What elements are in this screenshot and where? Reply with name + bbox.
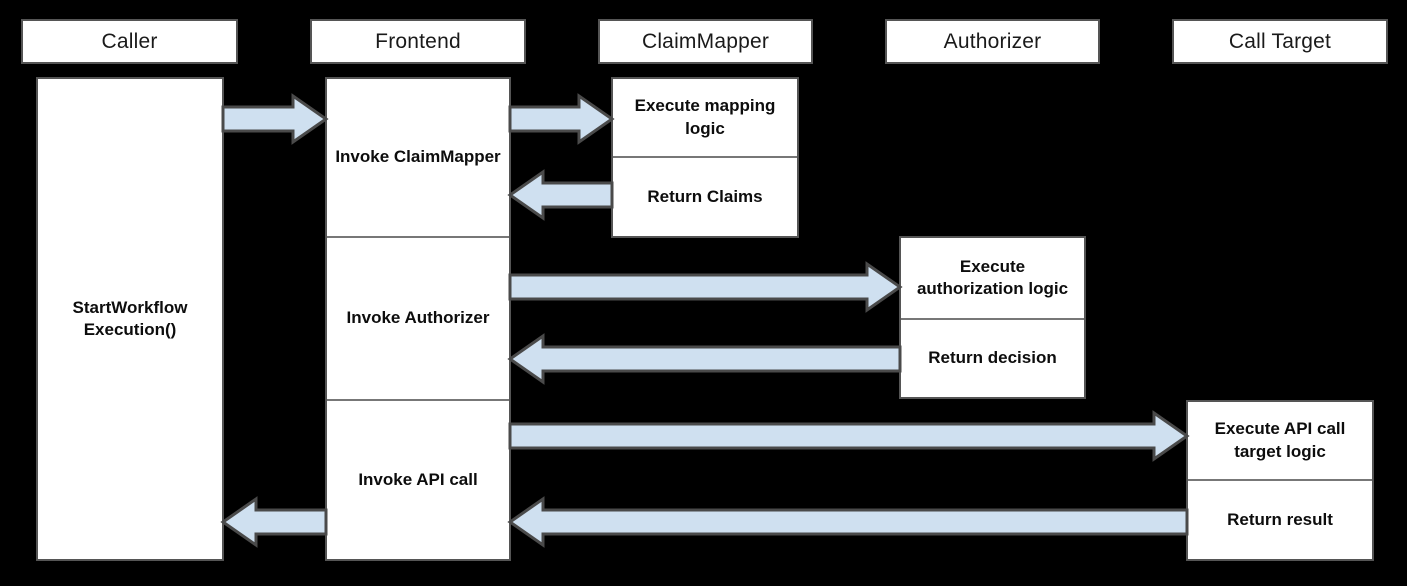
lane-header-authorizer: Authorizer — [885, 19, 1100, 64]
activation-frontend-invoke-claimmapper: Invoke ClaimMapper — [327, 79, 509, 236]
lane-header-caller: Caller — [21, 19, 238, 64]
activation-label: Invoke API call — [358, 470, 478, 490]
activation-claimmapper-return-claims: Return Claims — [613, 156, 797, 236]
activation-label: Invoke ClaimMapper — [335, 147, 501, 167]
activation-authorizer-execute-authorization-logic: Execute authorization logic — [901, 238, 1084, 318]
activation-label: Return result — [1227, 509, 1333, 529]
lifeline-claimmapper: Execute mapping logic Return Claims — [611, 77, 799, 238]
activation-label: Return Claims — [647, 186, 763, 206]
lane-header-calltarget: Call Target — [1172, 19, 1388, 64]
activation-caller-start-workflow: StartWorkflow Execution() — [38, 79, 222, 559]
message-arrow-frontend-to-claimmapper — [508, 93, 615, 145]
message-arrow-frontend-to-authorizer — [508, 261, 903, 313]
lifeline-caller: StartWorkflow Execution() — [36, 77, 224, 561]
lane-header-frontend: Frontend — [310, 19, 526, 64]
message-arrow-authorizer-to-frontend — [507, 333, 902, 385]
lifeline-frontend: Invoke ClaimMapper Invoke Authorizer Inv… — [325, 77, 511, 561]
activation-claimmapper-execute-mapping-logic: Execute mapping logic — [613, 79, 797, 156]
message-arrow-frontend-to-caller — [220, 496, 328, 548]
message-arrow-claimmapper-to-frontend — [507, 169, 614, 221]
activation-label: Execute authorization logic — [916, 256, 1069, 298]
activation-label: Invoke Authorizer — [346, 308, 490, 328]
activation-label: StartWorkflow Execution() — [72, 297, 188, 339]
lane-header-label: Call Target — [1228, 29, 1332, 53]
lane-header-label: ClaimMapper — [641, 29, 770, 53]
message-arrow-frontend-to-calltarget — [508, 410, 1190, 462]
lane-header-claimmapper: ClaimMapper — [598, 19, 813, 64]
activation-authorizer-return-decision: Return decision — [901, 317, 1084, 397]
activation-frontend-invoke-api-call: Invoke API call — [327, 399, 509, 559]
lane-header-label: Caller — [101, 29, 158, 53]
message-arrow-calltarget-to-frontend — [507, 496, 1189, 548]
lane-header-label: Authorizer — [943, 29, 1042, 53]
activation-label: Execute mapping logic — [634, 96, 776, 138]
lifeline-authorizer: Execute authorization logic Return decis… — [899, 236, 1086, 399]
activation-label: Execute API call target logic — [1214, 419, 1346, 461]
activation-calltarget-return-result: Return result — [1188, 479, 1372, 559]
lane-header-label: Frontend — [375, 29, 461, 53]
activation-label: Return decision — [928, 348, 1057, 368]
lifeline-calltarget: Execute API call target logic Return res… — [1186, 400, 1374, 561]
message-arrow-caller-to-frontend — [221, 93, 329, 145]
activation-calltarget-execute-api-call-target-logic: Execute API call target logic — [1188, 402, 1372, 479]
activation-frontend-invoke-authorizer: Invoke Authorizer — [327, 235, 509, 400]
